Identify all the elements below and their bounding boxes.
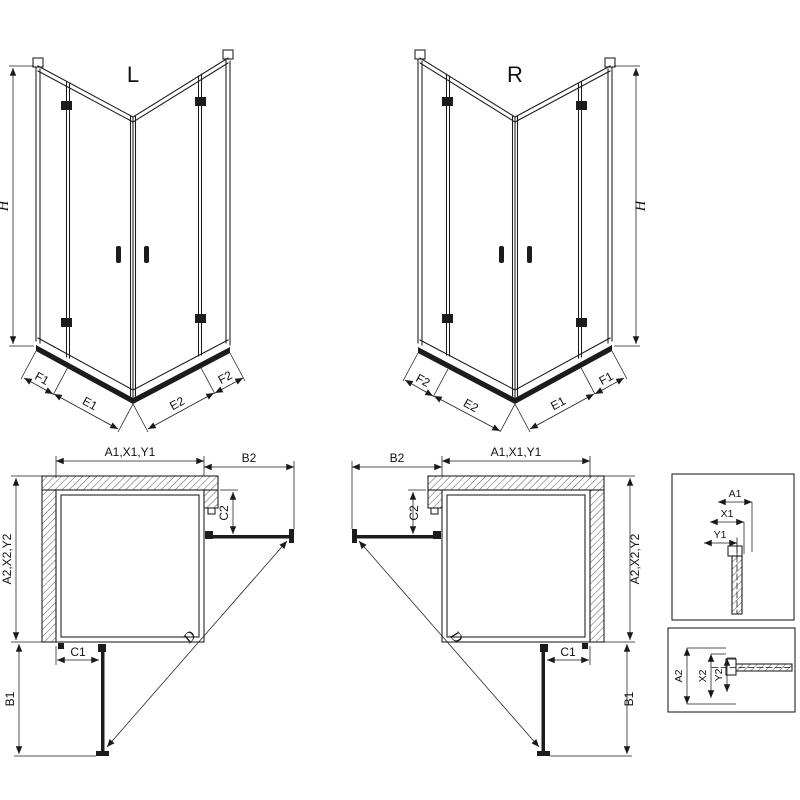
shower-tray-plan bbox=[55, 489, 205, 643]
detail-top-dimensions: A1 X1 Y1 bbox=[703, 488, 753, 556]
hinge-stiles bbox=[65, 73, 203, 359]
dim-label-a2x2y2: A2,X2,Y2 bbox=[0, 533, 14, 584]
dim-label-e2: E2 bbox=[167, 394, 187, 413]
dim-label-h: H bbox=[0, 199, 12, 212]
shower-tray bbox=[418, 345, 612, 404]
handle-icon bbox=[116, 246, 149, 263]
dim-label-a2x2y2: A2,X2,Y2 bbox=[628, 533, 642, 584]
iso-view-right bbox=[414, 49, 616, 404]
dim-label-c2: C2 bbox=[217, 505, 231, 521]
iso-view-left bbox=[32, 49, 234, 404]
open-door-bottom bbox=[58, 643, 109, 756]
dim-label-b1: B1 bbox=[622, 691, 636, 706]
hinge-icon bbox=[442, 97, 587, 327]
wall-section bbox=[427, 475, 605, 643]
plan-view-left bbox=[41, 475, 294, 756]
dim-label-c1: C1 bbox=[70, 645, 86, 659]
glass-top-edges bbox=[37, 57, 229, 123]
detail-bottom-dimensions: A2 X2 Y2 bbox=[673, 647, 736, 705]
dim-label-b2: B2 bbox=[242, 451, 257, 465]
dim-label-y1: Y1 bbox=[714, 529, 727, 541]
dim-label-y2: Y2 bbox=[713, 668, 725, 681]
corner-door-edges bbox=[511, 115, 519, 400]
plan-left-dimensions: A1,X1,Y1 B2 C2 A2,X2,Y2 C1 B1 D bbox=[0, 445, 295, 757]
wall-section bbox=[41, 475, 219, 643]
dim-label-a1x1y1: A1,X1,Y1 bbox=[491, 445, 542, 459]
dim-label-a1x1y1: A1,X1,Y1 bbox=[105, 445, 156, 459]
view-title-right: R bbox=[507, 62, 523, 87]
hinge-stiles bbox=[445, 73, 583, 359]
open-door-right bbox=[205, 507, 294, 543]
dim-label-f1: F1 bbox=[32, 369, 51, 388]
dim-label-c2: C2 bbox=[407, 505, 421, 521]
wall-profile-detail bbox=[727, 537, 743, 615]
dim-label-x1: X1 bbox=[721, 508, 734, 520]
dim-label-c1: C1 bbox=[560, 645, 576, 659]
dim-label-f1: F1 bbox=[597, 369, 616, 388]
wall-profile-icon bbox=[32, 49, 234, 346]
open-door-left bbox=[352, 507, 441, 543]
open-door-bottom bbox=[537, 643, 588, 756]
dim-label-e2: E2 bbox=[461, 396, 481, 415]
dim-label-e1: E1 bbox=[80, 394, 100, 413]
glass-bottom-edges bbox=[419, 337, 611, 391]
dim-label-x2: X2 bbox=[697, 669, 709, 682]
corner-door-edges bbox=[129, 115, 137, 400]
glass-bottom-edges bbox=[37, 337, 229, 391]
handle-icon bbox=[499, 246, 532, 263]
iso-left-dimensions: H F1 E1 E2 F2 bbox=[0, 65, 246, 433]
plan-view-right bbox=[352, 475, 605, 756]
dim-label-h: H bbox=[633, 199, 649, 212]
iso-right-dimensions: H F2 E2 E1 F1 bbox=[402, 65, 649, 433]
view-title-left: L bbox=[127, 62, 139, 87]
dim-label-b2: B2 bbox=[390, 451, 405, 465]
hinge-icon bbox=[61, 97, 206, 327]
shower-tray bbox=[36, 345, 230, 404]
shower-tray-plan bbox=[441, 489, 591, 643]
dim-label-b1: B1 bbox=[3, 691, 17, 706]
glass-top-edges bbox=[419, 57, 611, 123]
dim-label-a1: A1 bbox=[729, 488, 742, 500]
dim-label-f2: F2 bbox=[216, 368, 235, 387]
wall-profile-icon bbox=[414, 49, 616, 346]
dim-label-e1: E1 bbox=[548, 394, 568, 413]
dim-label-a2: A2 bbox=[673, 669, 685, 682]
detail-box-bottom bbox=[667, 627, 796, 713]
dim-label-f2: F2 bbox=[413, 371, 432, 390]
